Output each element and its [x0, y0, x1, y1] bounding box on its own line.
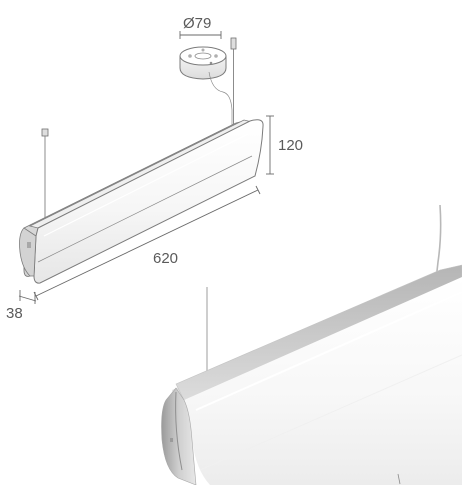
ceiling-canopy — [179, 46, 233, 130]
technical-drawing: Ø79 120 — [6, 15, 303, 322]
diameter-dimension: Ø79 — [179, 15, 222, 39]
right-suspension — [230, 37, 237, 132]
luminaire-drawing — [19, 119, 264, 284]
diameter-label: Ø79 — [183, 15, 211, 32]
length-dimension: 620 — [33, 185, 261, 301]
depth-dimension: 38 — [6, 290, 37, 322]
depth-label: 38 — [6, 305, 23, 322]
product-render — [161, 204, 462, 485]
render-end-cap — [161, 387, 197, 485]
height-label: 120 — [278, 137, 303, 154]
height-dimension: 120 — [266, 115, 303, 175]
left-suspension — [41, 128, 49, 224]
length-label: 620 — [153, 250, 178, 267]
render-wire-right — [435, 204, 442, 281]
